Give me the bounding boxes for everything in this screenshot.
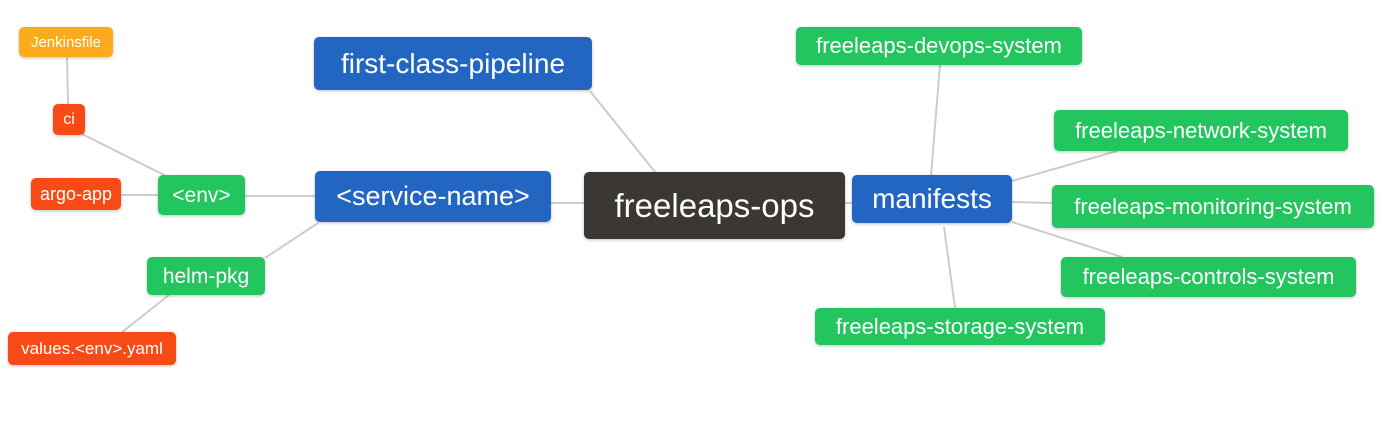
- node-helm-pkg[interactable]: helm-pkg: [147, 257, 265, 295]
- edge-manifests-controls: [1011, 221, 1123, 258]
- node-freeleaps-network-system[interactable]: freeleaps-network-system: [1054, 110, 1348, 151]
- node-values-env-yaml[interactable]: values.<env>.yaml: [8, 332, 176, 365]
- node-ci[interactable]: ci: [53, 104, 85, 135]
- edge-manifests-devops: [930, 64, 941, 176]
- edge-manifests-network: [1011, 150, 1118, 182]
- edge-servicename-helmpkg: [264, 222, 319, 259]
- edge-manifests-monitoring: [1011, 201, 1053, 204]
- node-argo-app[interactable]: argo-app: [31, 178, 121, 210]
- node-freeleaps-controls-system[interactable]: freeleaps-controls-system: [1061, 257, 1356, 297]
- node-manifests[interactable]: manifests: [852, 175, 1012, 223]
- node-service-name[interactable]: <service-name>: [315, 171, 551, 222]
- node-freeleaps-monitoring-system[interactable]: freeleaps-monitoring-system: [1052, 185, 1374, 228]
- edge-ci-env: [81, 133, 169, 178]
- node-freeleaps-storage-system[interactable]: freeleaps-storage-system: [815, 308, 1105, 345]
- node-first-class-pipeline[interactable]: first-class-pipeline: [314, 37, 592, 90]
- edge-manifests-storage: [943, 226, 956, 309]
- edge-jenkinsfile-ci: [66, 56, 69, 105]
- node-env[interactable]: <env>: [158, 175, 245, 215]
- edge-helmpkg-values: [120, 294, 170, 334]
- edge-pipeline-root: [589, 90, 656, 173]
- node-freeleaps-ops[interactable]: freeleaps-ops: [584, 172, 845, 239]
- node-jenkinsfile[interactable]: Jenkinsfile: [19, 27, 113, 57]
- node-freeleaps-devops-system[interactable]: freeleaps-devops-system: [796, 27, 1082, 65]
